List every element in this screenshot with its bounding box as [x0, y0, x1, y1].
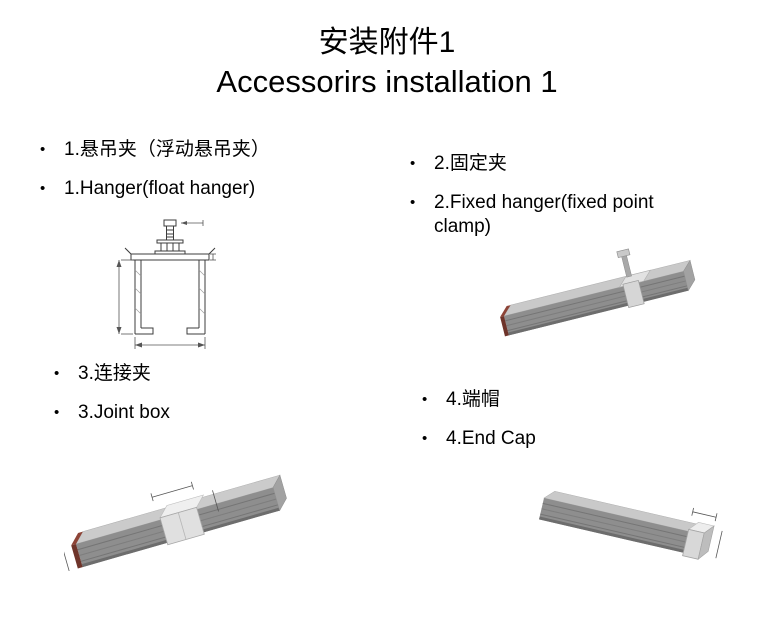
item-3-bullets: • 3.连接夹 • 3.Joint box — [50, 362, 378, 440]
item-3-text-zh: 3.连接夹 — [78, 363, 151, 384]
slide-title-zh: 安装附件1 — [318, 26, 456, 59]
item-1-line-zh: • 1.悬吊夹（浮动悬吊夹） — [36, 138, 384, 162]
slide-title-en: Accessorirs installation 1 — [216, 64, 558, 99]
hanger-figure — [106, 218, 238, 354]
bullet-icon: • — [40, 141, 46, 158]
fixed-hanger-photo — [500, 248, 696, 337]
item-2-text-en: 2.Fixed hanger(fixed point clamp) — [434, 192, 654, 237]
item-1-line-en: • 1.Hanger(float hanger) — [36, 177, 384, 201]
item-4-bullets: • 4.端帽 • 4.End Cap — [418, 388, 726, 466]
item-1-text-zh: 1.悬吊夹（浮动悬吊夹） — [64, 139, 270, 160]
item-3-line-zh: • 3.连接夹 — [50, 362, 378, 386]
bullet-icon: • — [410, 155, 416, 172]
item-1-text-en: 1.Hanger(float hanger) — [64, 178, 256, 199]
end-cap-photo — [539, 490, 723, 561]
bullet-icon: • — [422, 430, 428, 447]
bullet-icon: • — [422, 391, 428, 408]
item-3-text-en: 3.Joint box — [78, 402, 170, 423]
item-3-line-en: • 3.Joint box — [50, 401, 378, 425]
item-2-line-en: • 2.Fixed hanger(fixed point clamp) — [406, 191, 710, 239]
end-cap-figure — [534, 466, 728, 592]
item-2-bullets: • 2.固定夹 • 2.Fixed hanger(fixed point cla… — [406, 152, 710, 254]
item-4-text-zh: 4.端帽 — [446, 389, 500, 410]
item-1-bullets: • 1.悬吊夹（浮动悬吊夹） • 1.Hanger(float hanger) — [36, 138, 384, 216]
item-4-text-en: 4.End Cap — [446, 428, 536, 449]
item-4-line-en: • 4.End Cap — [418, 427, 726, 451]
slide-title: 安装附件1 Accessorirs installation 1 — [0, 24, 774, 102]
bullet-icon: • — [410, 194, 416, 211]
item-2-text-zh: 2.固定夹 — [434, 153, 507, 174]
joint-box-photo — [64, 474, 287, 572]
item-4-line-zh: • 4.端帽 — [418, 388, 726, 412]
joint-box-figure — [64, 430, 298, 590]
hanger-float-hanger-drawing — [116, 219, 216, 349]
bullet-icon: • — [54, 365, 60, 382]
item-2-line-zh: • 2.固定夹 — [406, 152, 710, 176]
fixed-hanger-figure — [498, 240, 710, 350]
bullet-icon: • — [54, 404, 60, 421]
bullet-icon: • — [40, 180, 46, 197]
